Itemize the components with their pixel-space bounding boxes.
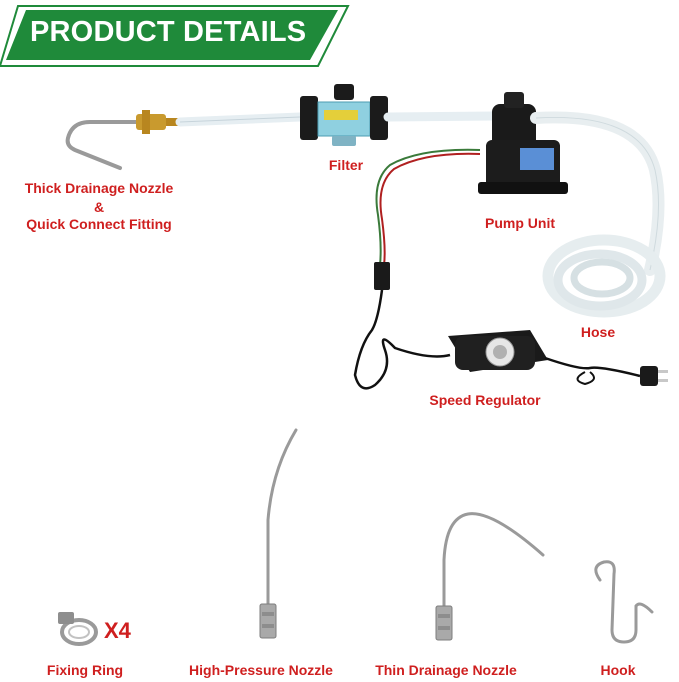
high-pressure-nozzle-image [259, 428, 298, 639]
label-fixing-ring: Fixing Ring [46, 662, 124, 678]
label-high-pressure-nozzle: High-Pressure Nozzle [189, 662, 333, 678]
label-thick-nozzle-line3: Quick Connect Fitting [26, 216, 172, 232]
label-hose: Hose [580, 324, 616, 340]
label-pump-unit: Pump Unit [485, 215, 555, 231]
fixing-ring-image [58, 612, 98, 646]
filter-image [300, 84, 388, 146]
hook-image [594, 560, 654, 644]
thick-drainage-nozzle-image [65, 110, 180, 170]
speed-regulator-image [448, 330, 668, 386]
label-filter: Filter [328, 157, 364, 173]
label-thin-drainage-nozzle: Thin Drainage Nozzle [375, 662, 517, 678]
product-details-banner: PRODUCT DETAILS [0, 0, 679, 70]
fixing-ring-quantity: X4 [104, 618, 131, 643]
label-hook: Hook [600, 662, 636, 678]
label-speed-regulator: Speed Regulator [429, 392, 541, 408]
hose-coil-image [542, 234, 666, 318]
label-thick-nozzle-line1: Thick Drainage Nozzle [24, 180, 174, 196]
pump-unit-image [478, 92, 568, 194]
banner-title: PRODUCT DETAILS [30, 16, 307, 48]
pump-wires [374, 148, 481, 290]
banner-shape [0, 5, 350, 67]
thin-drainage-nozzle-image [435, 512, 545, 641]
label-thick-nozzle-line2: & [93, 199, 105, 215]
